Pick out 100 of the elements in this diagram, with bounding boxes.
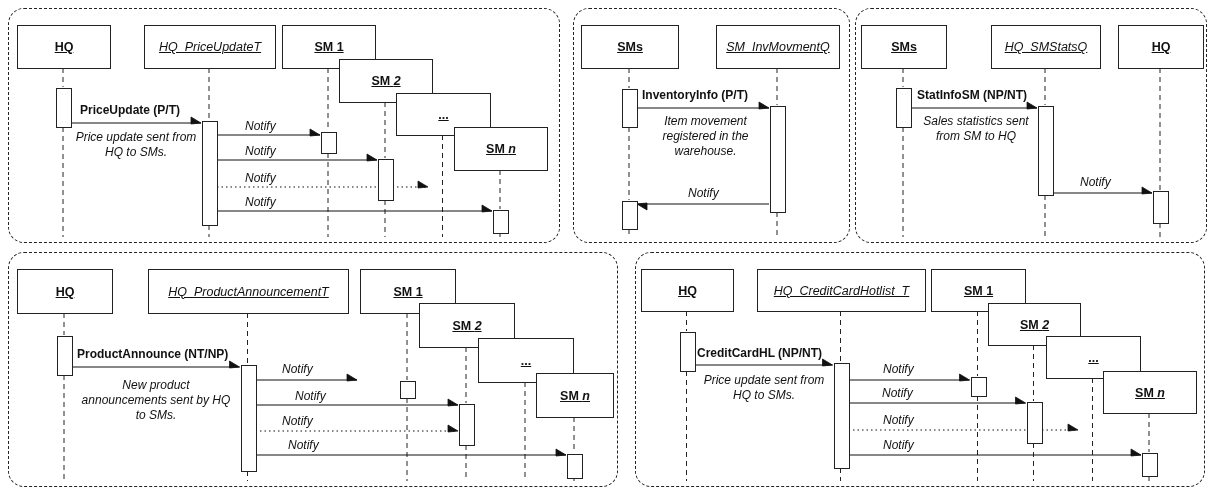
participant-name: HQ_ProductAnnouncementT [168,284,329,299]
message-arrow [216,128,321,137]
participant-box [144,25,276,69]
participant-name: SM 2 [452,318,482,333]
lifeline [628,126,630,201]
lifeline [776,67,778,106]
message-arrow [216,180,429,189]
participant-box [419,303,515,348]
message-label: Notify [282,362,313,376]
message-label: StatInfoSM (NP/NT) [917,88,1027,102]
activation-bar [459,404,475,446]
activation-bar [56,88,72,128]
message-label: Notify [245,119,276,133]
lifeline [1159,67,1161,191]
activation-bar [970,377,987,397]
activation-bar [1038,106,1054,196]
message-arrow [1052,186,1153,195]
lifeline [465,346,467,404]
participant-name: ... [1088,350,1099,365]
participant-box [17,25,111,69]
participant-box [339,59,433,103]
frame-panel [635,252,1205,487]
lifeline [406,312,408,381]
participant-box [988,303,1081,346]
message-label: Notify [245,195,276,209]
activation-bar [321,132,337,154]
message-arrow [216,153,378,162]
participant-name: ... [520,353,532,368]
participant-name: HQ [1151,40,1171,54]
message-label: Notify [295,389,326,403]
lifeline [384,101,386,159]
note-text: Price update sent from HQ to SMs. [75,130,197,160]
message-arrow [255,448,567,457]
note-text: Item movement registered in the warehouse. [661,114,750,159]
participant-box [360,269,456,314]
participant-box [757,269,926,312]
lifeline [902,67,904,88]
participant-box [991,25,1101,69]
participant-box [17,269,113,314]
participant-name: SMs [617,40,643,54]
lifeline [1033,344,1034,402]
message-arrow [636,101,770,110]
lifeline [686,310,687,332]
message-arrow [848,396,1026,405]
participant-name: SM 1 [393,284,423,299]
participant-box [454,127,548,171]
participant-name: SM 1 [314,40,344,54]
activation-bar [57,336,73,376]
lifeline [62,67,64,88]
note-text: Price update sent from HQ to SMs. [702,373,826,403]
participant-name: SM n [560,388,590,403]
message-label: CreditCardHL (NP/NT) [697,346,823,360]
lifeline [840,310,841,363]
message-arrow [255,373,358,382]
activation-bar [770,106,786,213]
lifeline [63,312,65,336]
activation-bar [202,121,218,226]
lifeline [499,169,501,210]
activation-bar [493,210,509,234]
message-label: Notify [245,144,276,158]
activation-bar [896,88,912,128]
activation-bar [622,89,638,128]
message-label: Notify [282,414,313,428]
participant-name: HQ [678,283,697,298]
participant-box [536,373,614,418]
activation-bar [622,201,638,230]
frame-panel [8,252,618,487]
message-label: Notify [1080,175,1111,189]
participant-name: SMs [891,40,917,54]
participant-box [861,25,947,69]
activation-bar [1026,402,1043,444]
participant-box [396,93,491,136]
message-arrow [848,373,970,382]
activation-bar [378,159,394,201]
participant-box [148,269,349,314]
lifeline [1044,67,1046,106]
activation-bar [567,454,583,479]
participant-name: SM_InvMovmentQ [726,40,830,54]
lifeline [247,312,248,365]
participant-name: HQ [55,284,75,299]
participant-name: HQ [54,40,74,54]
participant-box [1118,25,1204,69]
message-label: Notify [883,362,914,376]
message-label: Notify [288,438,319,452]
message-label: Notify [883,438,914,452]
participant-name: SM n [1135,385,1165,400]
message-label: Notify [883,413,914,427]
frame-panel [573,8,850,243]
message-arrow [70,116,202,125]
activation-bar [1142,453,1158,477]
participant-name: HQ_PriceUpdateT [158,40,262,54]
message-arrow [848,448,1142,457]
activation-bar [833,363,850,469]
participant-name: SM n [486,142,516,156]
message-arrow [71,360,240,369]
message-label: PriceUpdate (P/T) [80,103,181,117]
activation-bar [400,381,416,399]
participant-box [1103,371,1197,414]
participant-name: SM 2 [1019,317,1050,332]
message-arrow [694,358,833,367]
